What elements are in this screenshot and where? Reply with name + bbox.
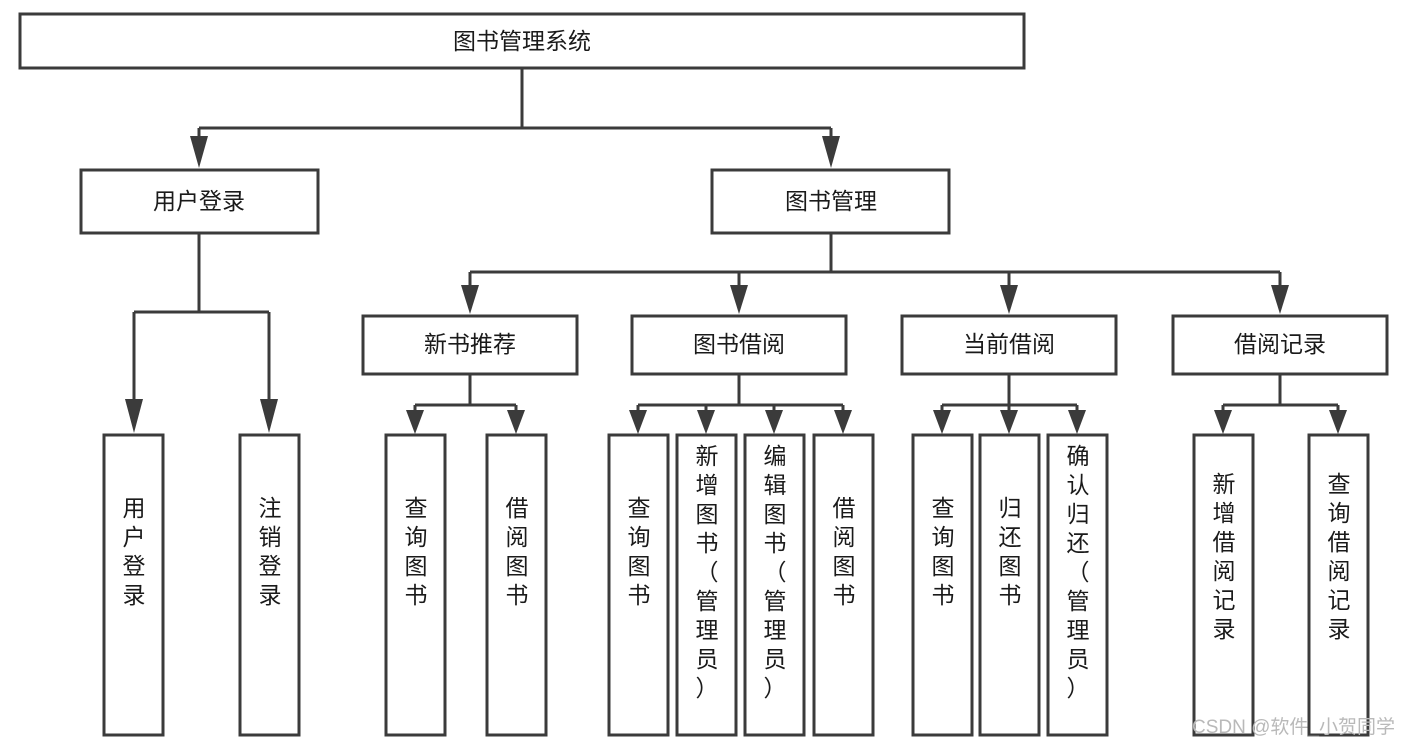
arrow-head-book-borrow — [730, 285, 748, 314]
node-current-borrow[interactable]: 当前借阅 — [900, 314, 1118, 376]
arrow-head-borrow-record — [1271, 285, 1289, 314]
node-leaf-borrow-book-1-label: 借阅图书 — [506, 495, 529, 608]
arrow-head-leaf-user-logout — [260, 399, 278, 433]
connector-group-current-borrow — [933, 374, 1086, 434]
node-user-login-box[interactable] — [79, 168, 320, 235]
arrow-head-book-manage — [822, 136, 840, 168]
node-book-manage-box[interactable] — [710, 168, 951, 235]
node-book-borrow[interactable]: 图书借阅 — [630, 314, 848, 376]
arrow-head-leaf-query-book-2 — [629, 410, 647, 434]
node-new-book-rec-box[interactable] — [361, 314, 579, 376]
csdn-watermark: CSDN @软件_小贺同学 — [1192, 716, 1395, 738]
arrow-head-leaf-add-book — [697, 410, 715, 434]
node-leaf-user-login-label: 用户登录 — [123, 495, 146, 608]
node-borrow-record[interactable]: 借阅记录 — [1171, 314, 1389, 376]
node-leaf-borrow-book-2[interactable]: 借阅图书 — [812, 433, 875, 737]
node-leaf-confirm-return-box[interactable] — [1046, 433, 1109, 737]
arrow-head-leaf-query-book-3 — [933, 410, 951, 434]
node-leaf-query-book-1-label: 查询图书 — [405, 495, 428, 608]
node-leaf-return-book[interactable]: 归还图书 — [978, 433, 1041, 737]
arrow-head-leaf-borrow-book-2 — [834, 410, 852, 434]
node-leaf-query-book-3-box[interactable] — [911, 433, 974, 737]
node-leaf-query-book-2-label: 查询图书 — [628, 495, 651, 608]
node-leaf-user-login[interactable]: 用户登录 — [102, 433, 165, 737]
node-leaf-add-record-label: 新增借阅记录 — [1213, 471, 1236, 642]
node-book-borrow-box[interactable] — [630, 314, 848, 376]
node-leaf-query-book-1-box[interactable] — [384, 433, 447, 737]
connector-group-new-book-rec — [406, 374, 525, 434]
node-leaf-confirm-return-label: 确认归还（管理员） — [1067, 443, 1090, 701]
node-root[interactable]: 图书管理系统 — [18, 12, 1026, 70]
node-root-label: 图书管理系统 — [453, 28, 591, 54]
node-leaf-query-book-1[interactable]: 查询图书 — [384, 433, 447, 737]
node-leaf-query-record-box[interactable] — [1307, 433, 1370, 737]
node-leaf-return-book-box[interactable] — [978, 433, 1041, 737]
node-leaf-query-book-3[interactable]: 查询图书 — [911, 433, 974, 737]
node-leaf-add-record[interactable]: 新增借阅记录 — [1192, 433, 1255, 737]
connector-group-user-login — [125, 233, 278, 433]
node-leaf-add-record-box[interactable] — [1192, 433, 1255, 737]
connector-group-book-borrow — [629, 374, 852, 434]
arrow-head-leaf-query-record — [1329, 410, 1347, 434]
connector-group-borrow-record — [1214, 374, 1347, 434]
node-leaf-user-login-box[interactable] — [102, 433, 165, 737]
arrow-head-leaf-confirm-return — [1068, 410, 1086, 434]
arrow-head-new-book-rec — [461, 285, 479, 314]
node-book-manage-label: 图书管理 — [785, 188, 877, 214]
arrow-head-leaf-edit-book — [765, 410, 783, 434]
arrow-head-leaf-query-book-1 — [406, 410, 424, 434]
node-new-book-rec-label: 新书推荐 — [424, 331, 516, 357]
node-borrow-record-label: 借阅记录 — [1234, 331, 1326, 357]
node-leaf-user-logout[interactable]: 注销登录 — [238, 433, 301, 737]
node-leaf-edit-book-box[interactable] — [743, 433, 806, 737]
node-leaf-user-logout-box[interactable] — [238, 433, 301, 737]
node-leaf-add-book-box[interactable] — [675, 433, 738, 737]
node-user-login-label: 用户登录 — [153, 188, 245, 214]
connector-group-book-manage — [461, 233, 1289, 314]
node-current-borrow-label: 当前借阅 — [963, 331, 1055, 357]
node-leaf-borrow-book-1[interactable]: 借阅图书 — [485, 433, 548, 737]
node-leaf-confirm-return[interactable]: 确认归还（管理员） — [1046, 433, 1109, 737]
node-leaf-return-book-label: 归还图书 — [999, 495, 1022, 608]
node-current-borrow-box[interactable] — [900, 314, 1118, 376]
arrow-head-leaf-add-record — [1214, 410, 1232, 434]
node-root-box[interactable] — [18, 12, 1026, 70]
arrow-head-leaf-borrow-book-1 — [507, 410, 525, 434]
node-leaf-borrow-book-2-box[interactable] — [812, 433, 875, 737]
node-leaf-query-record[interactable]: 查询借阅记录 — [1307, 433, 1370, 737]
arrow-head-leaf-return-book — [1000, 410, 1018, 434]
arrow-head-current-borrow — [1000, 285, 1018, 314]
node-leaf-borrow-book-1-box[interactable] — [485, 433, 548, 737]
node-leaf-user-logout-label: 注销登录 — [259, 495, 282, 608]
node-book-manage[interactable]: 图书管理 — [710, 168, 951, 235]
arrow-head-leaf-user-login — [125, 399, 143, 433]
node-leaf-query-record-label: 查询借阅记录 — [1328, 471, 1351, 642]
connector-group-root — [190, 68, 840, 168]
node-leaf-query-book-2-box[interactable] — [607, 433, 670, 737]
arrow-head-user-login — [190, 136, 208, 168]
node-leaf-edit-book[interactable]: 编辑图书（管理员） — [743, 433, 806, 737]
node-borrow-record-box[interactable] — [1171, 314, 1389, 376]
node-leaf-borrow-book-2-label: 借阅图书 — [833, 495, 856, 608]
node-user-login[interactable]: 用户登录 — [79, 168, 320, 235]
node-leaf-edit-book-label: 编辑图书（管理员） — [764, 443, 787, 701]
node-book-borrow-label: 图书借阅 — [693, 331, 785, 357]
node-leaf-add-book-label: 新增图书（管理员） — [696, 443, 719, 701]
node-leaf-add-book[interactable]: 新增图书（管理员） — [675, 433, 738, 737]
node-leaf-query-book-2[interactable]: 查询图书 — [607, 433, 670, 737]
node-leaf-query-book-3-label: 查询图书 — [932, 495, 955, 608]
node-new-book-rec[interactable]: 新书推荐 — [361, 314, 579, 376]
